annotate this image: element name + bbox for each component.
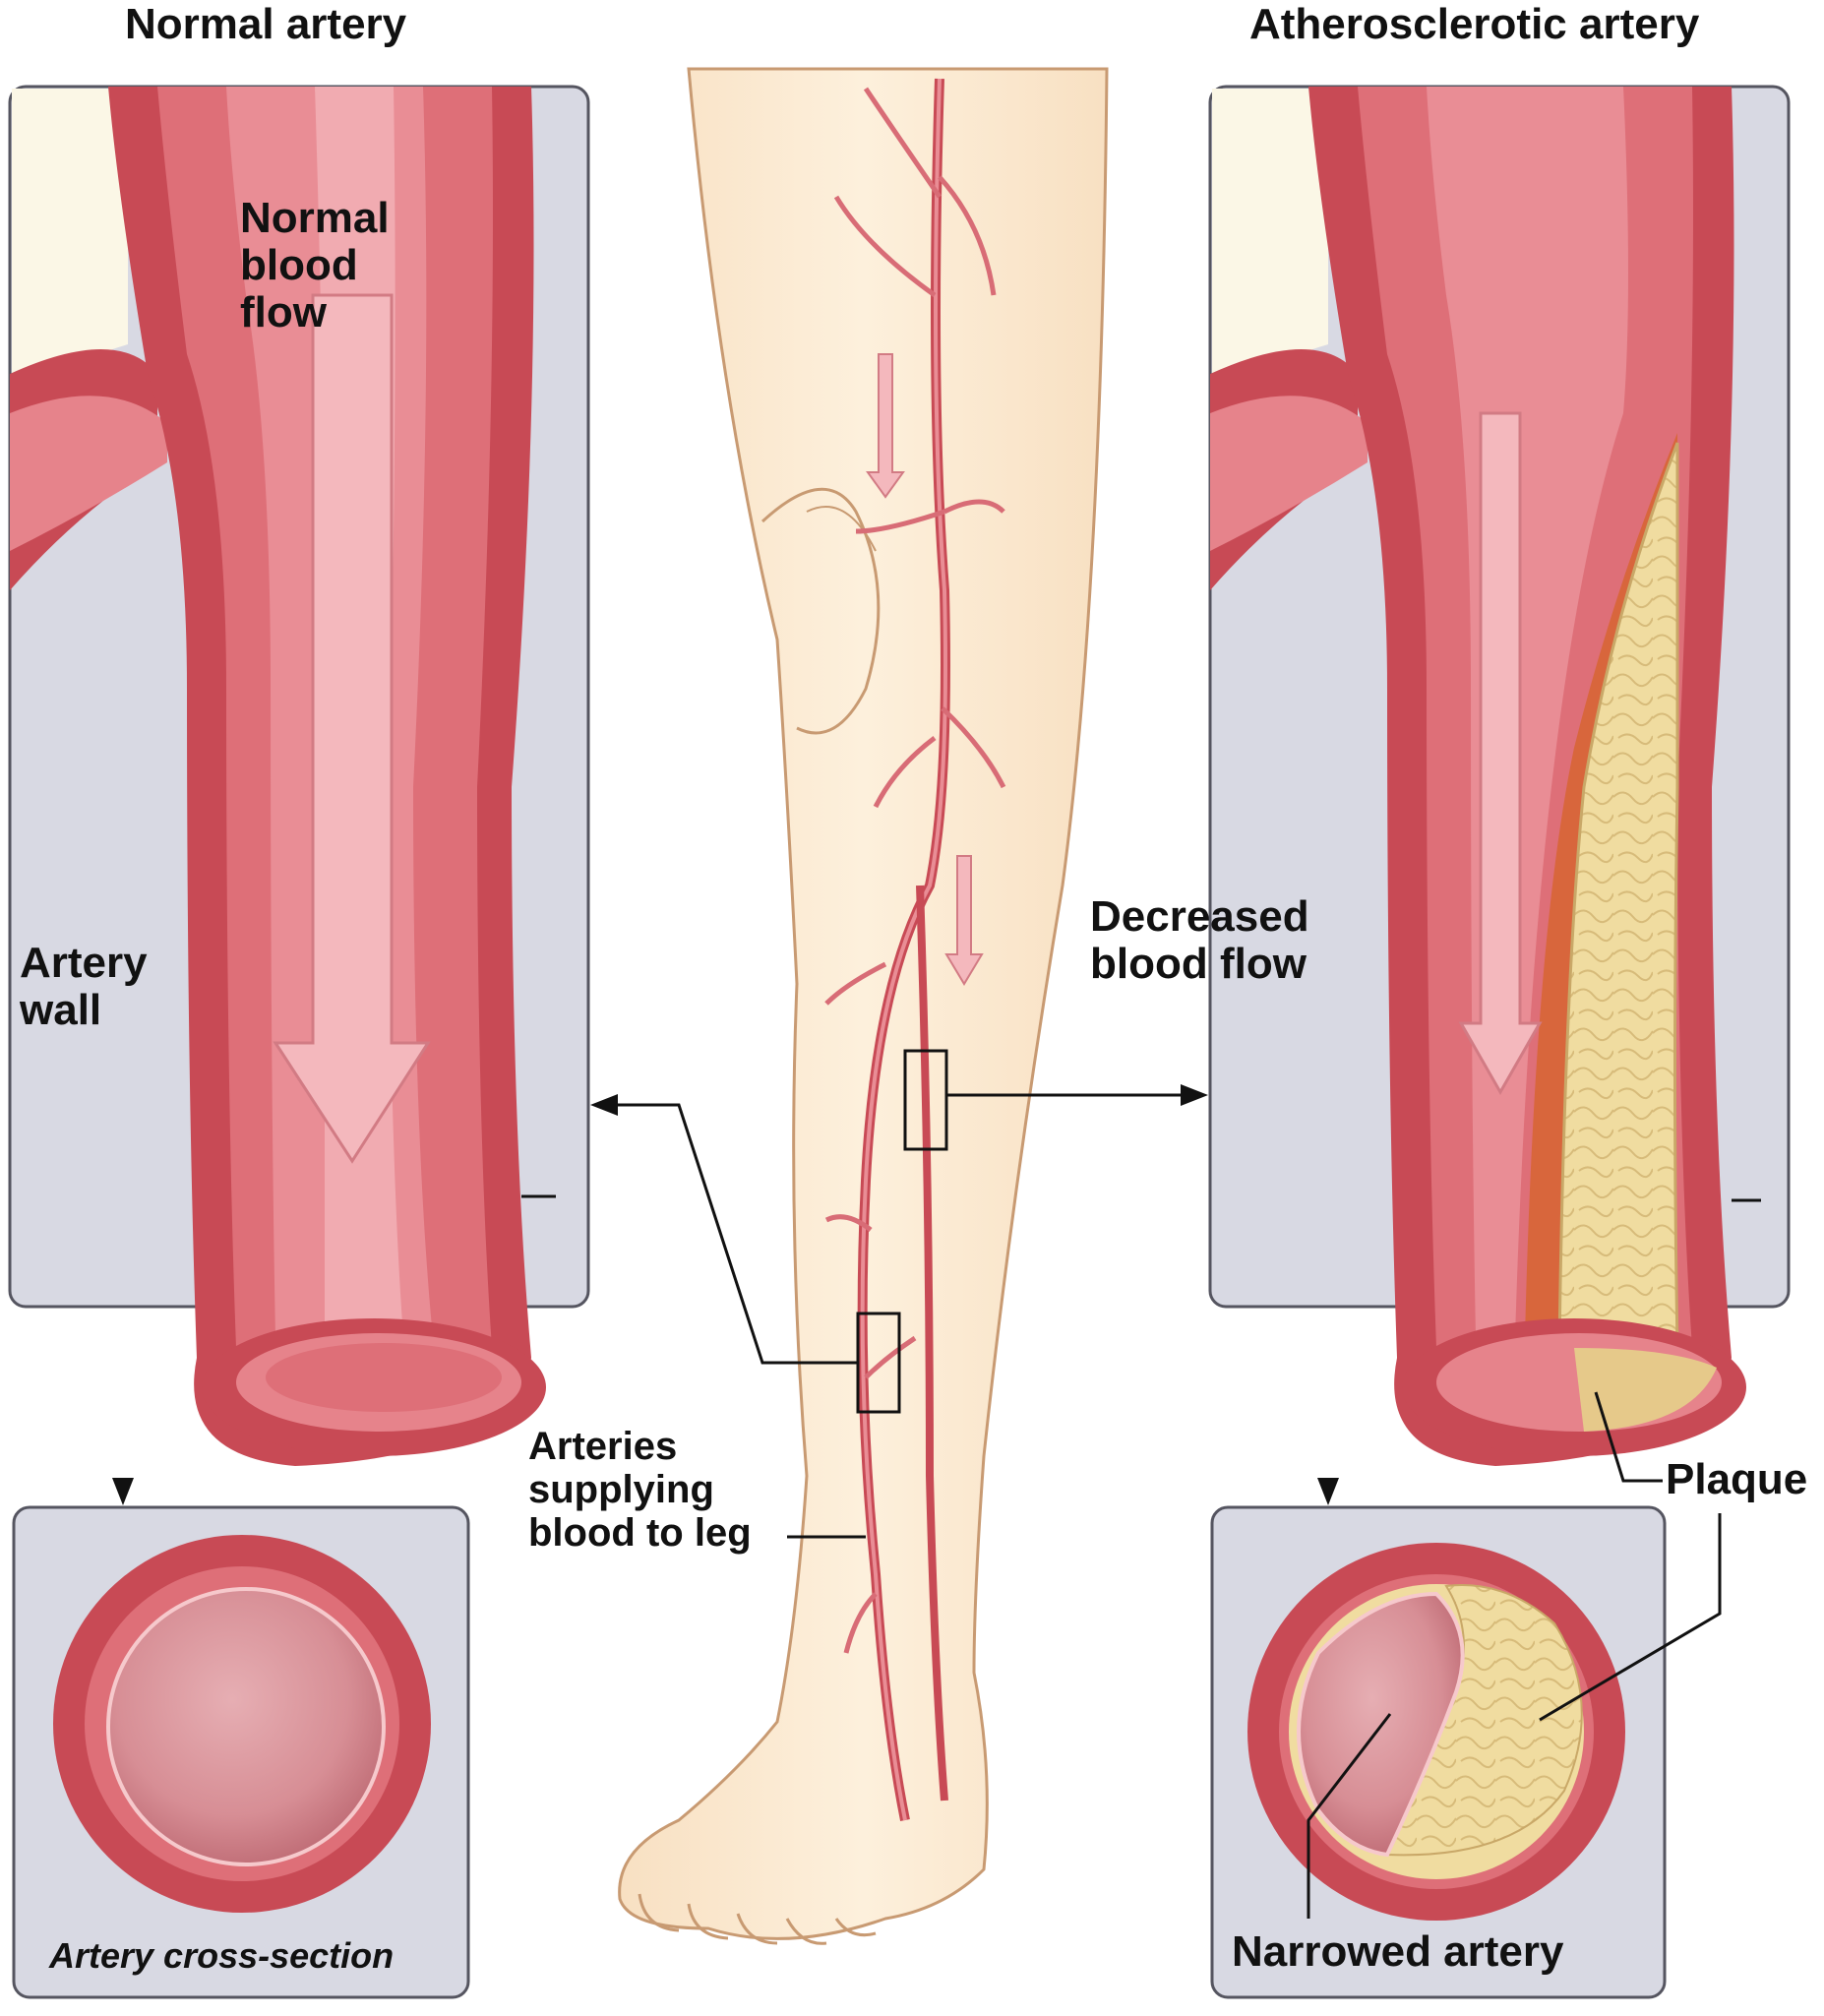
- plaque-leader-lower: [1539, 1513, 1722, 1722]
- leg-illustration: [618, 67, 1109, 1945]
- narrowed-leader: [1307, 1713, 1392, 1919]
- artery-wall-label: Artery wall: [20, 939, 148, 1034]
- plaque-leader-upper: [1594, 1391, 1663, 1483]
- plaque-deposit: [1557, 442, 1679, 1350]
- narrowed-artery-label: Narrowed artery: [1232, 1927, 1564, 1976]
- normal-flow-arrow: [273, 293, 431, 1164]
- plaque-label: Plaque: [1666, 1455, 1808, 1503]
- decreased-blood-flow-label: Decreased blood flow: [1090, 892, 1309, 988]
- decreased-flow-arrow: [1458, 411, 1543, 1096]
- artery-cross-section-label: Artery cross-section: [49, 1935, 395, 1976]
- atherosclerotic-artery-vessel: [1210, 87, 1746, 1466]
- normal-artery-title: Normal artery: [125, 0, 407, 48]
- marker-box-upper: [903, 1049, 948, 1151]
- connector-lower-to-normal: [600, 1103, 858, 1365]
- atherosclerotic-artery-title: Atherosclerotic artery: [1249, 0, 1700, 48]
- arteries-supplying-label: Arteries supplying blood to leg: [528, 1425, 752, 1555]
- normal-blood-flow-label: Normal blood flow: [240, 194, 390, 336]
